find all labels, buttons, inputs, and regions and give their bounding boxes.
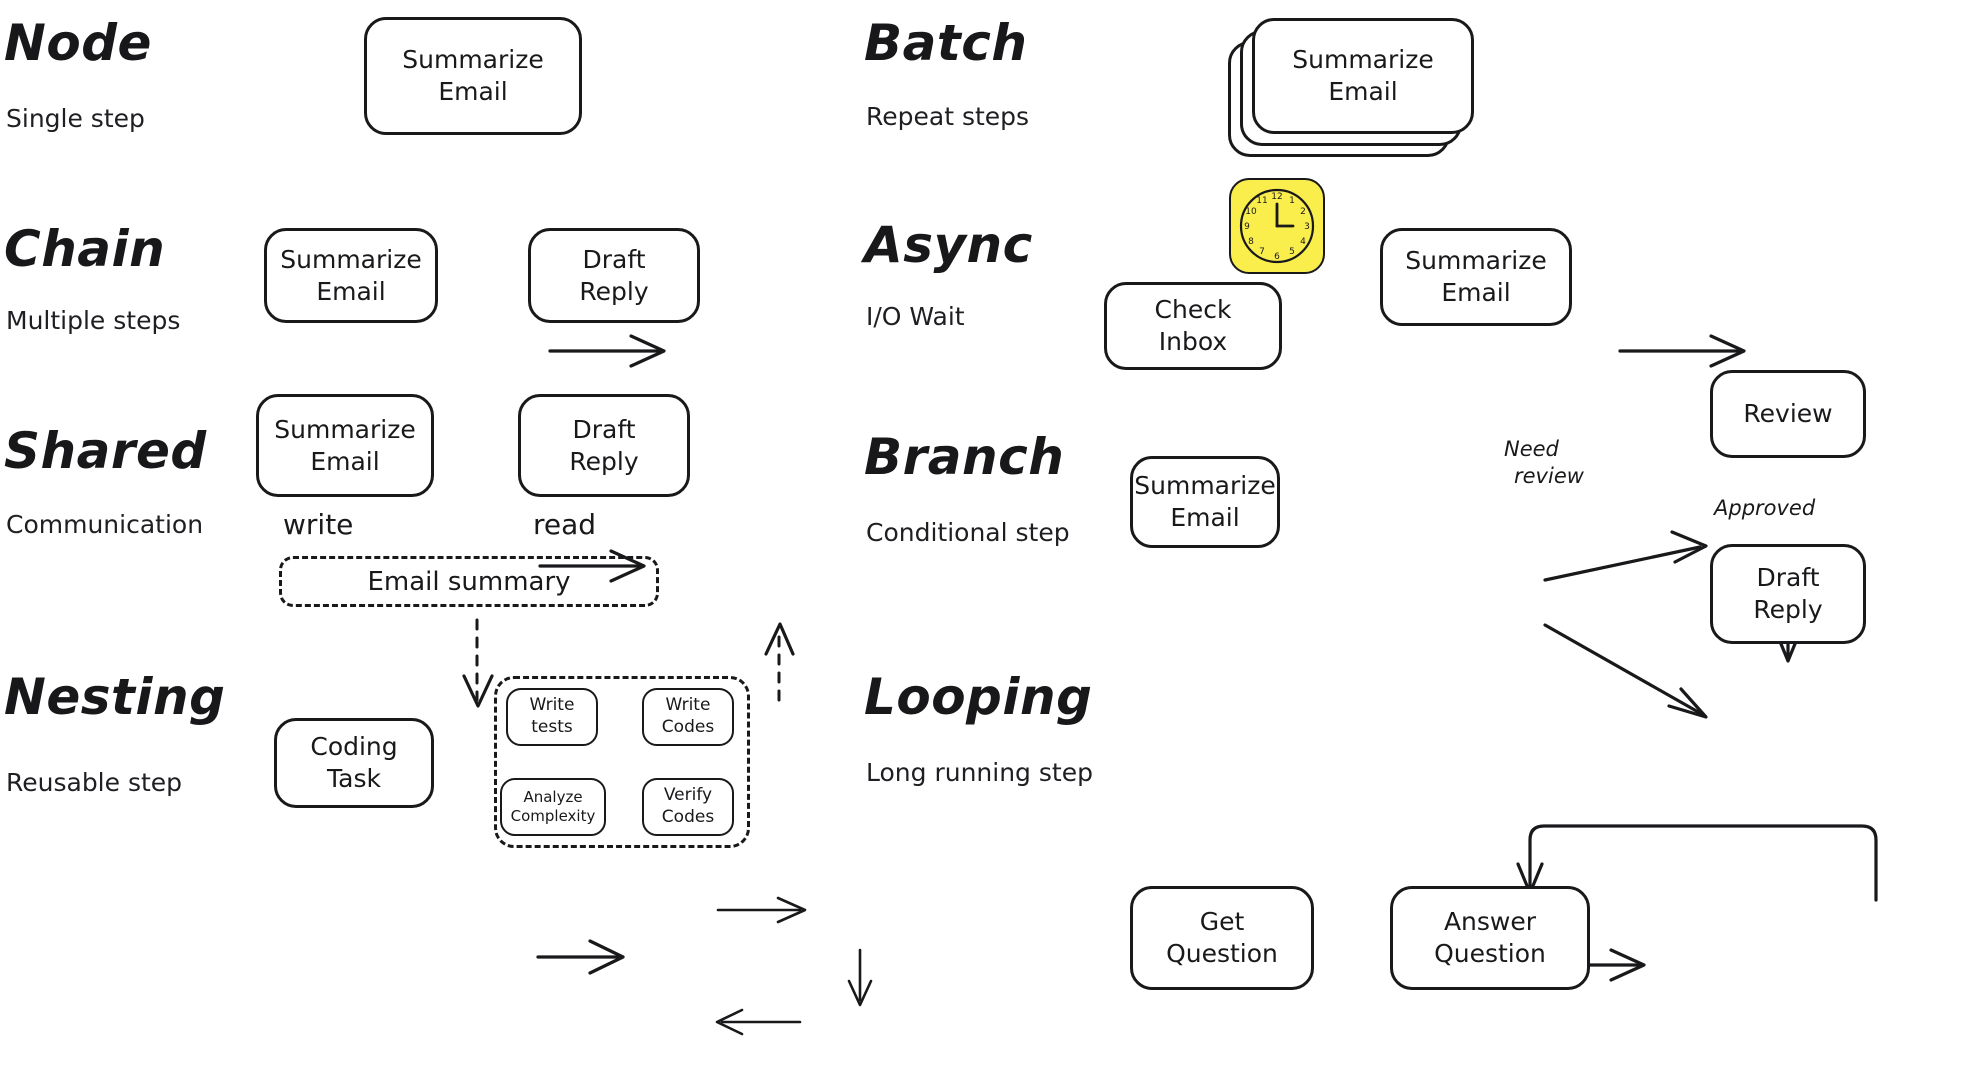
node-line-1: Summarize — [1134, 471, 1276, 500]
async-node-check-inbox[interactable]: Check Inbox — [1104, 282, 1282, 370]
svg-text:7: 7 — [1259, 247, 1265, 257]
pattern-subtitle-looping: Long running step — [866, 758, 1093, 787]
node-line-2: tests — [531, 717, 573, 737]
svg-text:3: 3 — [1304, 222, 1310, 232]
chain-node-summarize-email[interactable]: Summarize Email — [264, 228, 438, 323]
chain-node-draft-reply[interactable]: Draft Reply — [528, 228, 700, 323]
svg-text:9: 9 — [1244, 222, 1250, 232]
node-line-1: Analyze — [523, 787, 583, 806]
edge-label-read: read — [533, 508, 597, 541]
node-line-2: Question — [1166, 939, 1278, 968]
pattern-title-chain: Chain — [4, 220, 166, 278]
pattern-subtitle-node: Single step — [6, 104, 145, 133]
node-line-1: Summarize — [274, 414, 416, 444]
svg-text:1: 1 — [1289, 196, 1295, 206]
svg-text:2: 2 — [1300, 207, 1306, 217]
node-line-2: Reply — [1753, 595, 1823, 624]
node-line-2: Email — [1170, 503, 1240, 532]
node-line-1: Get — [1199, 907, 1245, 936]
nesting-subflow-container[interactable] — [494, 676, 750, 848]
store-label: Email summary — [367, 566, 571, 597]
pattern-subtitle-async: I/O Wait — [866, 302, 965, 331]
async-node-summarize-email[interactable]: Summarize Email — [1380, 228, 1572, 326]
node-line-2: Task — [327, 764, 381, 793]
svg-text:11: 11 — [1256, 196, 1267, 206]
shared-node-draft-reply[interactable]: Draft Reply — [518, 394, 690, 497]
node-line-1: Write — [529, 695, 575, 716]
svg-text:12: 12 — [1271, 192, 1282, 202]
node-line-1: Write — [665, 695, 711, 716]
branch-edge-label-approved: Approved — [1714, 496, 1816, 520]
pattern-title-branch: Branch — [864, 428, 1065, 486]
pattern-title-async: Async — [864, 216, 1033, 274]
edge-label-write: write — [283, 508, 354, 541]
nesting-node-analyze-complexity[interactable]: Analyze Complexity — [500, 778, 606, 836]
pattern-title-looping: Looping — [864, 668, 1093, 726]
node-line-2: Inbox — [1158, 327, 1228, 356]
nesting-node-coding-task[interactable]: Coding Task — [274, 718, 434, 808]
nesting-node-write-tests[interactable]: Write tests — [506, 688, 598, 746]
node-line-2: Email — [310, 446, 380, 476]
svg-text:5: 5 — [1289, 247, 1295, 257]
pattern-subtitle-shared: Communication — [6, 510, 204, 539]
branch-edge-label-review: review — [1514, 464, 1584, 488]
node-line-2: Question — [1434, 939, 1546, 968]
node-line-2: Codes — [661, 717, 715, 737]
node-line-2: Reply — [569, 446, 639, 476]
branch-edge-label-need: Need — [1504, 437, 1559, 461]
pattern-title-node: Node — [4, 14, 152, 72]
node-line-1: Answer — [1443, 907, 1537, 936]
pattern-title-nesting: Nesting — [4, 668, 226, 726]
node-line-1: Draft — [1756, 563, 1820, 592]
node-summarize-email[interactable]: Summarize Email — [364, 17, 582, 135]
svg-text:6: 6 — [1274, 252, 1280, 262]
pattern-subtitle-batch: Repeat steps — [866, 102, 1030, 131]
branch-node-draft-reply[interactable]: Draft Reply — [1710, 544, 1866, 644]
node-line-1: Coding — [310, 732, 398, 761]
node-line-2: Codes — [661, 807, 715, 827]
node-line-2: Email — [438, 77, 508, 106]
node-line-2: Email — [1328, 77, 1398, 106]
node-line-2: Email — [1441, 278, 1511, 307]
branch-node-summarize-email[interactable]: Summarize Email — [1130, 456, 1280, 548]
nesting-node-verify-codes[interactable]: Verify Codes — [642, 778, 734, 836]
node-line-2: Complexity — [510, 807, 596, 825]
node-line-1: Summarize — [280, 244, 422, 274]
shared-node-summarize-email[interactable]: Summarize Email — [256, 394, 434, 497]
node-line-1: Summarize — [402, 45, 544, 74]
pattern-title-shared: Shared — [4, 422, 207, 480]
pattern-subtitle-branch: Conditional step — [866, 518, 1070, 547]
svg-text:8: 8 — [1248, 237, 1254, 247]
pattern-subtitle-nesting: Reusable step — [6, 768, 183, 797]
batch-node-summarize-email[interactable]: Summarize Email — [1252, 18, 1474, 134]
looping-node-answer-question[interactable]: Answer Question — [1390, 886, 1590, 990]
nesting-node-write-codes[interactable]: Write Codes — [642, 688, 734, 746]
node-line-1: Review — [1743, 399, 1833, 428]
pattern-title-batch: Batch — [864, 14, 1028, 72]
svg-text:4: 4 — [1300, 237, 1306, 247]
node-line-1: Summarize — [1405, 246, 1547, 275]
svg-text:10: 10 — [1245, 207, 1257, 217]
node-line-2: Email — [316, 276, 386, 306]
branch-node-review[interactable]: Review — [1710, 370, 1866, 458]
node-line-1: Check — [1154, 295, 1232, 324]
node-line-1: Draft — [582, 244, 646, 274]
looping-node-get-question[interactable]: Get Question — [1130, 886, 1314, 990]
node-line-2: Reply — [579, 276, 649, 306]
node-line-1: Draft — [572, 414, 636, 444]
pattern-subtitle-chain: Multiple steps — [6, 306, 181, 335]
node-line-1: Summarize — [1292, 45, 1434, 74]
node-line-1: Verify — [663, 785, 713, 806]
shared-store-email-summary[interactable]: Email summary — [279, 556, 659, 607]
